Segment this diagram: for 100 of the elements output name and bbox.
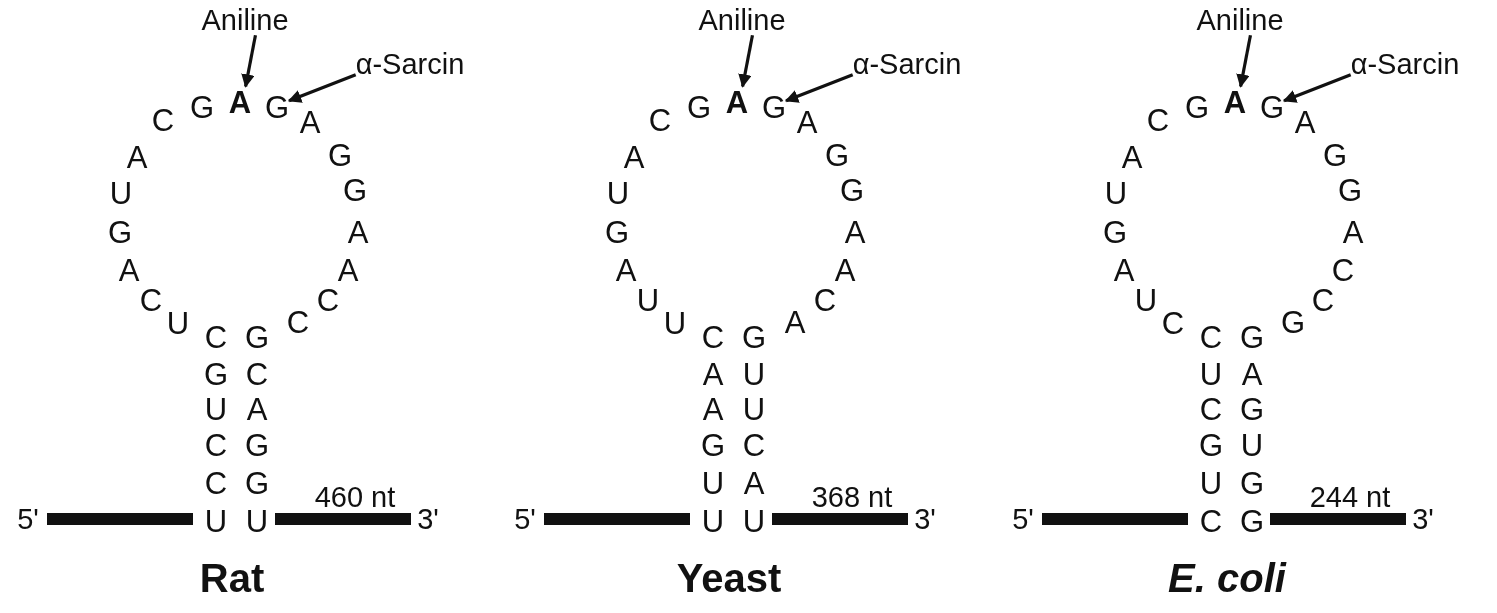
species-name: E. coli — [1168, 556, 1286, 600]
length-label: 244 nt — [1309, 482, 1391, 512]
base-letter: G — [1102, 216, 1128, 248]
base-letter: A — [702, 393, 724, 425]
strand-end-label: 5' — [17, 504, 39, 534]
base-letter: A — [1294, 106, 1316, 138]
arrow — [738, 34, 755, 88]
arrow — [1282, 73, 1352, 103]
base-letter: U — [636, 284, 660, 316]
length-label: 368 nt — [811, 482, 893, 512]
base-letter: G — [1239, 393, 1265, 425]
base-letter: G — [839, 174, 865, 206]
cleavage-site-label: α-Sarcin — [852, 48, 962, 80]
base-letter: G — [327, 139, 353, 171]
base-letter: G — [1259, 91, 1285, 123]
base-letter: C — [1199, 321, 1223, 353]
base-letter: C — [813, 284, 837, 316]
base-letter: G — [1239, 321, 1265, 353]
base-letter: A — [1121, 141, 1143, 173]
base-letter: U — [109, 177, 133, 209]
base-letter: C — [1331, 254, 1355, 286]
base-letter: G — [264, 91, 290, 123]
base-letter: G — [686, 91, 712, 123]
base-letter: G — [107, 216, 133, 248]
base-letter: U — [245, 505, 269, 537]
strand-end-label: 3' — [914, 504, 936, 534]
base-letter: C — [701, 321, 725, 353]
base-letter: G — [700, 429, 726, 461]
base-letter: A — [844, 216, 866, 248]
base-letter: G — [604, 216, 630, 248]
base-letter: C — [245, 358, 269, 390]
base-letter: U — [663, 307, 687, 339]
base-letter: G — [244, 429, 270, 461]
base-letter: G — [1239, 505, 1265, 537]
base-letter: C — [316, 284, 340, 316]
base-letter: U — [204, 505, 228, 537]
base-letter: U — [742, 505, 766, 537]
base-letter: A — [347, 216, 369, 248]
base-letter: U — [1199, 467, 1223, 499]
cleavage-site-label: α-Sarcin — [355, 48, 465, 80]
base-letter: A — [228, 86, 252, 118]
base-letter: G — [1337, 174, 1363, 206]
base-letter: A — [1113, 254, 1135, 286]
length-label: 460 nt — [314, 482, 396, 512]
base-letter: G — [1239, 467, 1265, 499]
base-letter: G — [741, 321, 767, 353]
base-letter: G — [1198, 429, 1224, 461]
base-letter: G — [1322, 139, 1348, 171]
strand-end-label: 3' — [1412, 504, 1434, 534]
base-letter: A — [1342, 216, 1364, 248]
base-letter: C — [1311, 284, 1335, 316]
arrow — [287, 73, 357, 103]
base-letter: U — [204, 393, 228, 425]
base-letter: A — [623, 141, 645, 173]
base-letter: C — [286, 306, 310, 338]
base-letter: A — [1241, 358, 1263, 390]
arrow — [241, 34, 258, 88]
base-letter: U — [701, 467, 725, 499]
base-letter: G — [244, 467, 270, 499]
base-letter: U — [1240, 429, 1264, 461]
base-letter: U — [166, 307, 190, 339]
base-letter: G — [761, 91, 787, 123]
species-name: Rat — [199, 556, 265, 600]
base-letter: G — [189, 91, 215, 123]
base-letter: C — [648, 104, 672, 136]
species-name: Yeast — [676, 556, 782, 600]
arrow — [784, 73, 854, 103]
arrow — [1236, 34, 1253, 88]
base-letter: C — [139, 284, 163, 316]
base-letter: A — [784, 306, 806, 338]
base-letter: A — [834, 254, 856, 286]
base-letter: A — [1223, 86, 1247, 118]
cleavage-site-label: α-Sarcin — [1350, 48, 1460, 80]
base-letter: U — [742, 393, 766, 425]
base-letter: C — [1146, 104, 1170, 136]
base-letter: U — [606, 177, 630, 209]
base-letter: A — [118, 254, 140, 286]
base-letter: C — [1161, 307, 1185, 339]
base-letter: C — [204, 429, 228, 461]
base-letter: A — [246, 393, 268, 425]
base-letter: C — [1199, 505, 1223, 537]
base-letter: U — [1134, 284, 1158, 316]
cleavage-site-label: Aniline — [1196, 4, 1284, 36]
base-letter: G — [342, 174, 368, 206]
base-letter: C — [204, 467, 228, 499]
base-letter: C — [742, 429, 766, 461]
base-letter: A — [615, 254, 637, 286]
base-letter: A — [337, 254, 359, 286]
base-letter: G — [244, 321, 270, 353]
cleavage-site-label: Aniline — [698, 4, 786, 36]
base-letter: A — [796, 106, 818, 138]
base-letter: A — [126, 141, 148, 173]
base-letter: U — [742, 358, 766, 390]
strand-end-label: 5' — [514, 504, 536, 534]
base-letter: C — [204, 321, 228, 353]
base-letter: G — [1280, 306, 1306, 338]
base-letter: C — [1199, 393, 1223, 425]
strand-end-label: 5' — [1012, 504, 1034, 534]
strand-end-label: 3' — [417, 504, 439, 534]
cleavage-site-label: Aniline — [201, 4, 289, 36]
